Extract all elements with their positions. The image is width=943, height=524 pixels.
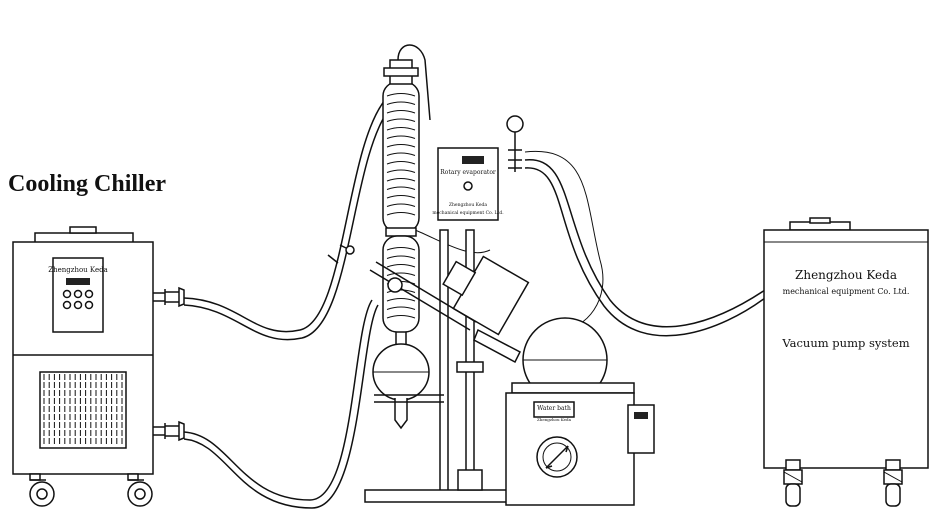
chiller-wheel-left <box>29 481 55 507</box>
svg-text:Zhengzhou Keda: Zhengzhou Keda <box>537 417 572 422</box>
svg-text:Zhengzhou Keda: Zhengzhou Keda <box>449 202 488 208</box>
chiller-title: Cooling Chiller <box>8 171 166 197</box>
rotary-evaporator: Rotary evaporator Zhengzhou Keda mechani… <box>327 44 608 503</box>
chiller-return-hose <box>183 299 373 501</box>
chiller-control-panel <box>52 257 104 333</box>
rotary-display <box>462 156 484 164</box>
speed-knob <box>463 181 473 191</box>
chiller-buttons <box>62 289 94 310</box>
rotary-title: Rotary evaporator <box>440 169 496 176</box>
pump-brand: Zhengzhou Keda <box>795 268 897 282</box>
chiller-inlet-fitting <box>153 420 185 442</box>
support-rod <box>439 229 449 493</box>
water-bath: Water bath Zhengzhou Keda <box>505 382 655 506</box>
hoses <box>183 99 766 509</box>
chiller-vent-grille <box>39 371 127 449</box>
water-bath-title: Water bath <box>537 405 571 412</box>
chiller-wheel-right <box>127 481 153 507</box>
vapor-duct <box>369 261 477 331</box>
vacuum-gauge <box>506 115 524 133</box>
svg-text:mechanical equipment Co. Ltd.: mechanical equipment Co. Ltd. <box>783 287 910 296</box>
pump-caster-right <box>885 483 901 507</box>
pump-cabinet <box>763 229 929 469</box>
base-plate <box>364 489 516 503</box>
pump-title: Vacuum pump system <box>781 336 909 350</box>
chiller-brand: Zhengzhou Keda <box>48 266 108 274</box>
water-bath-rim <box>511 382 635 394</box>
svg-text:mechanical equipment Co. Ltd.: mechanical equipment Co. Ltd. <box>432 210 504 216</box>
cooling-chiller: Zhengzhou Keda <box>12 226 185 507</box>
vacuum-pump-system: Zhengzhou Keda mechanical equipment Co. … <box>763 217 929 507</box>
pump-caster-left <box>785 483 801 507</box>
chiller-supply-hose <box>183 99 386 333</box>
chiller-outlet-fitting <box>153 286 185 308</box>
chiller-display <box>66 278 90 285</box>
condenser-coil <box>386 93 416 216</box>
vacuum-hose <box>524 159 766 328</box>
